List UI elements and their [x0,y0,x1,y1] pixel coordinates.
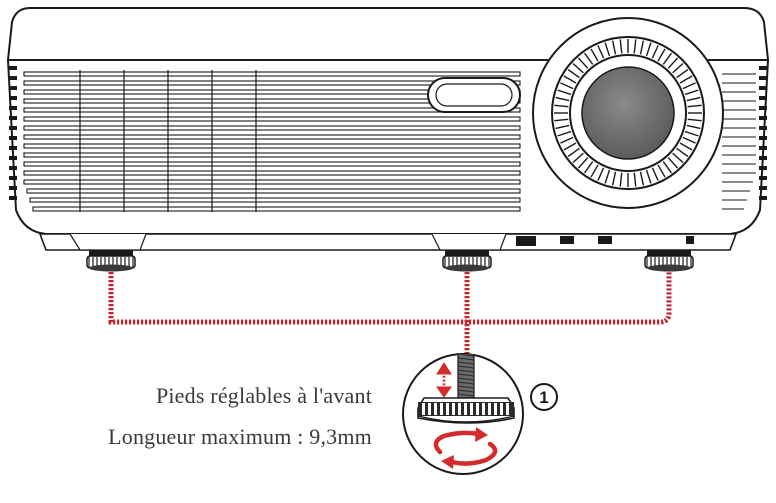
callout-badge: 1 [530,383,558,411]
dotted-link-lines [108,272,672,360]
foot-detail-magnifier: 1 [402,353,558,475]
side-vents [9,66,767,200]
vent-grill [23,70,756,212]
projector [6,7,770,251]
callout-number: 1 [539,388,548,407]
foot-left [86,250,136,272]
lens-glass [581,66,675,160]
dotted-link-bracket [108,272,672,325]
foot-center [442,250,492,272]
lens-assembly [532,17,724,209]
ir-sensor-inner [435,83,513,107]
double-arrow-vertical-icon [436,362,452,398]
max-length-label: Longueur maximum : 9,3mm [108,424,372,449]
foot-right [644,250,694,272]
lens-ring-teeth [554,39,702,187]
rotate-arrows-icon [433,427,498,469]
foot-name-label: Pieds réglables à l'avant [155,383,372,408]
underside-details [69,233,694,251]
